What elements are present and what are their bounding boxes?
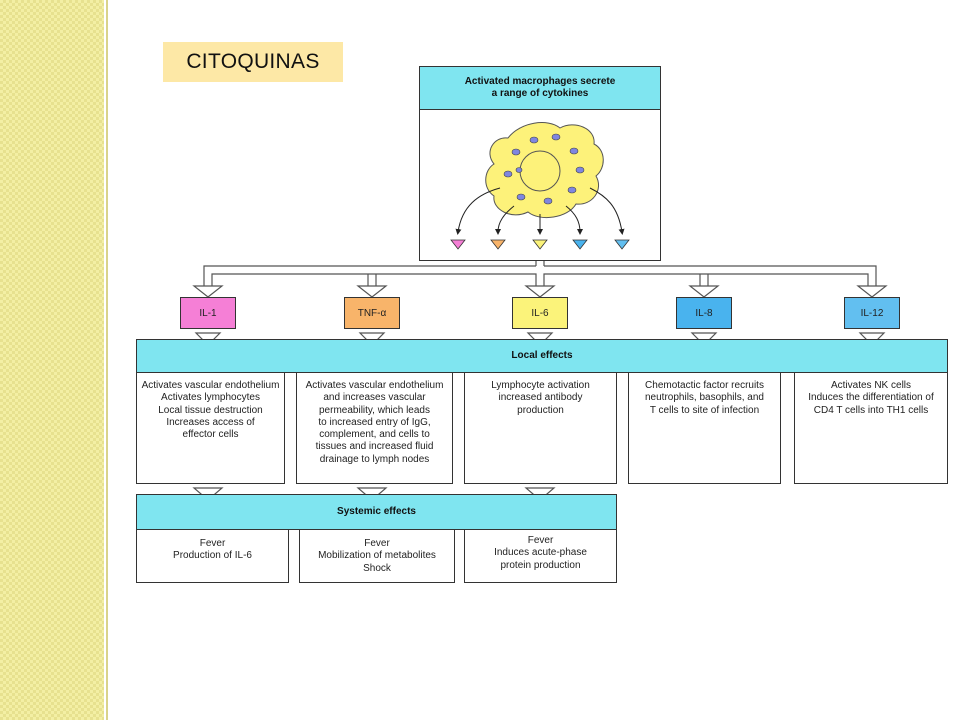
local-effect-box-il6 [464, 372, 617, 484]
cytokine-tnf-alpha: TNF-α [344, 297, 400, 329]
local-effect-box-il1 [136, 372, 285, 484]
local-effect-text-il8: Chemotactic factor recruits neutrophils,… [645, 380, 764, 416]
systemic-effect-text-il1: Fever Production of IL-6 [173, 538, 252, 562]
systemic-effect-box-tnf [299, 529, 455, 583]
side-divider-line [106, 0, 108, 720]
local-effect-text-tnf: Activates vascular endothelium and incre… [305, 380, 444, 465]
local-effect-box-il12 [794, 372, 948, 484]
systemic-effect-box-il1 [136, 529, 289, 583]
cytokine-il1: IL-1 [180, 297, 236, 329]
slide-title: CITOQUINAS [163, 42, 343, 82]
decorative-side-strip [0, 0, 104, 720]
systemic-effects-header: Systemic effects [136, 494, 617, 530]
local-effect-box-tnf [296, 372, 453, 484]
cytokine-il12: IL-12 [844, 297, 900, 329]
systemic-effect-box-il6 [464, 529, 617, 583]
systemic-effect-text-il6: Fever Induces acute-phase protein produc… [494, 535, 587, 571]
macrophage-cell [485, 122, 604, 219]
local-effect-text-il6: Lymphocyte activation increased antibody… [491, 380, 590, 416]
cytokine-il6: IL-6 [512, 297, 568, 329]
local-effects-header: Local effects [136, 339, 948, 373]
local-effect-box-il8 [628, 372, 781, 484]
macrophage-header: Activated macrophages secrete a range of… [419, 66, 661, 110]
cytokine-il8: IL-8 [676, 297, 732, 329]
systemic-effect-text-tnf: Fever Mobilization of metabolites Shock [318, 538, 436, 574]
local-effect-text-il1: Activates vascular endothelium Activates… [141, 380, 280, 441]
local-effect-text-il12: Activates NK cells Induces the different… [808, 380, 934, 416]
